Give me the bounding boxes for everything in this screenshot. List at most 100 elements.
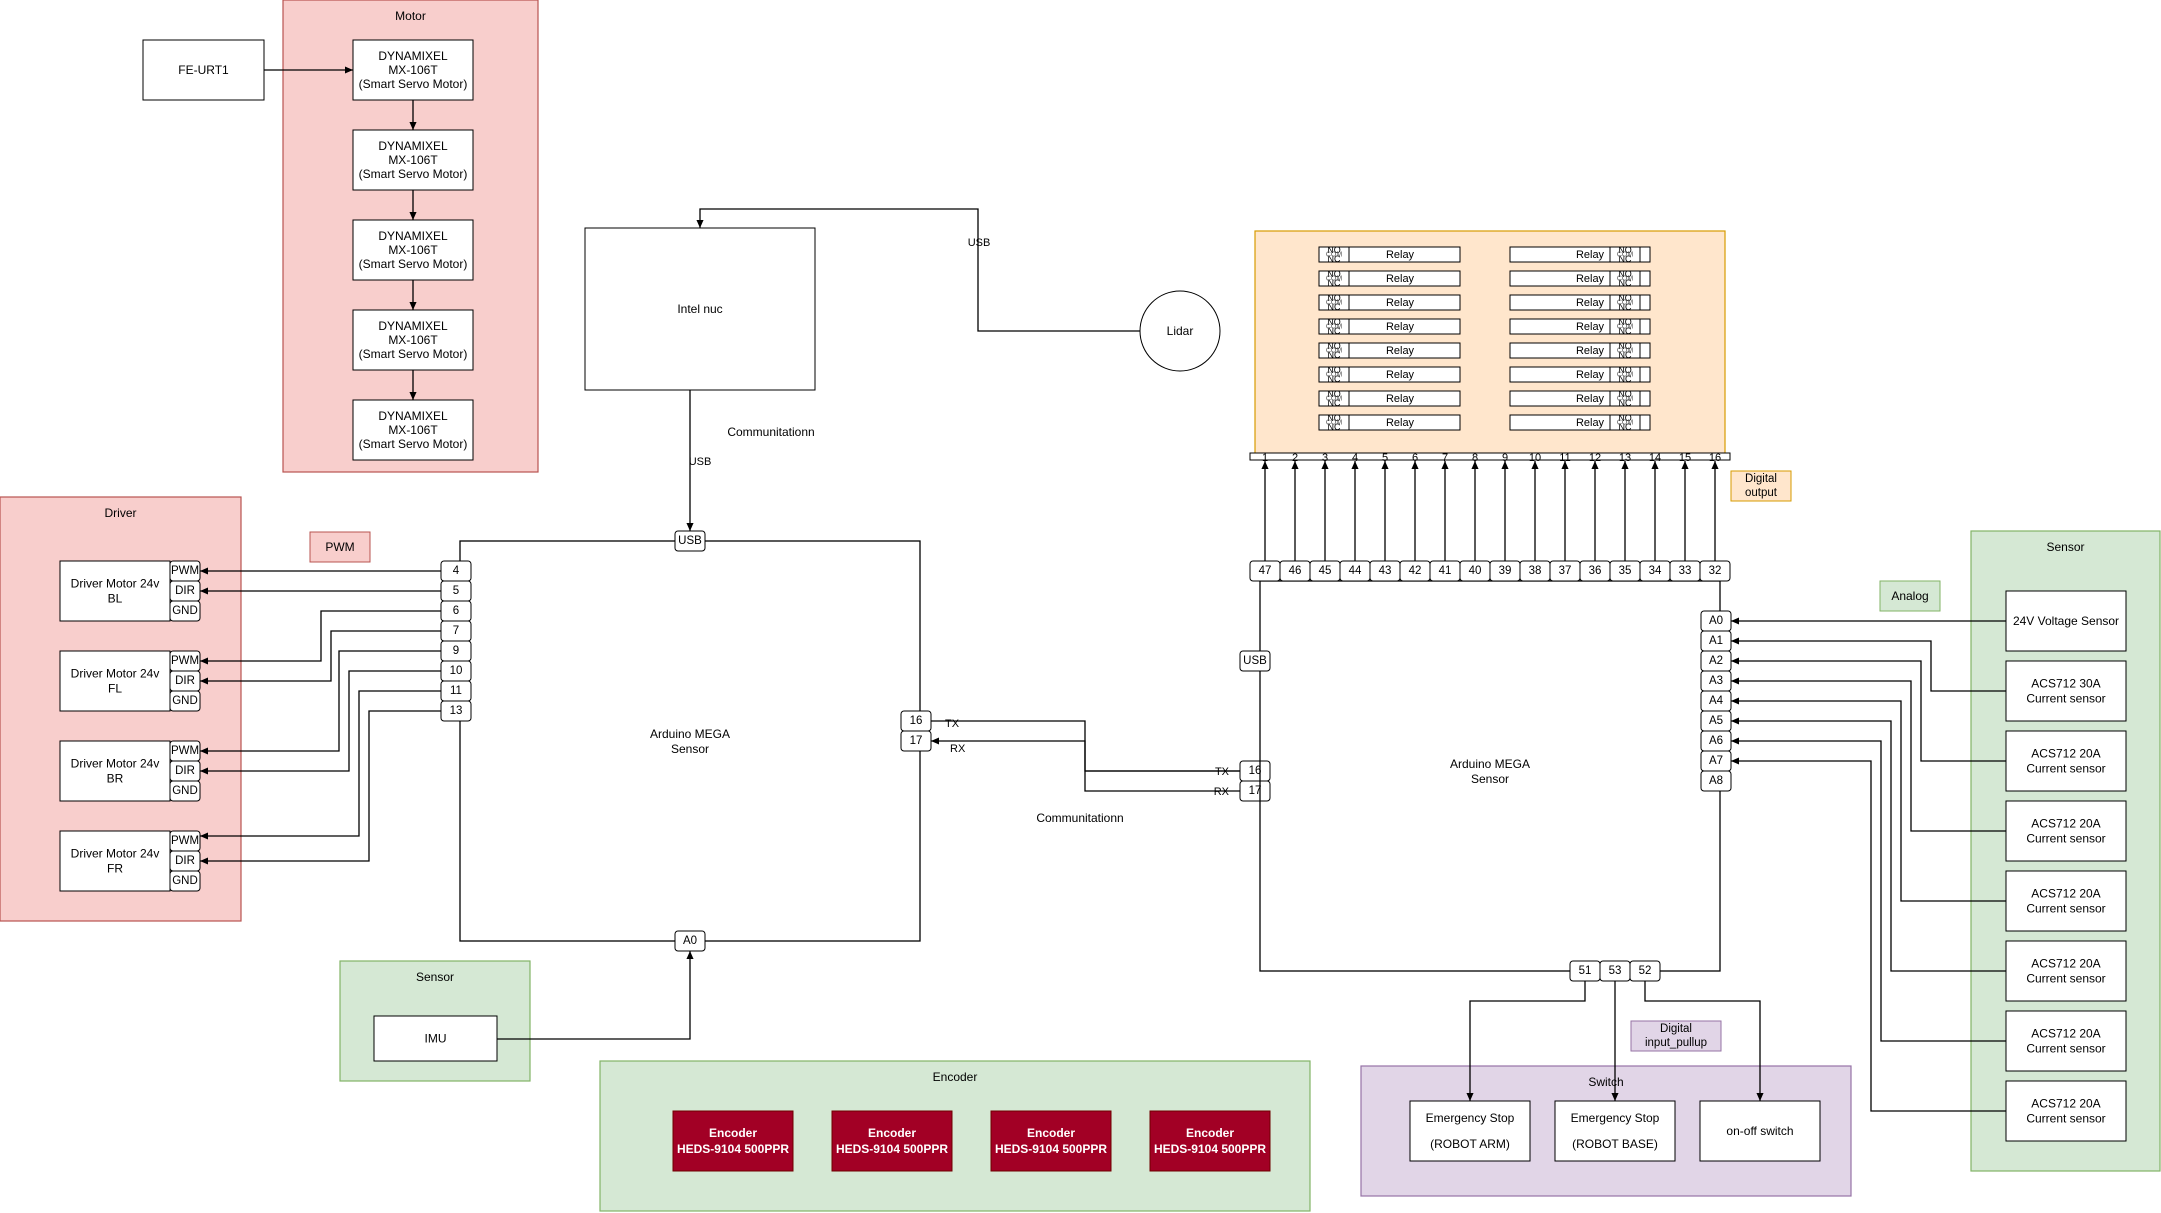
driver-3-pin-gnd-label: GND [172,785,198,797]
arduino-right-pin-a0-label: A0 [1709,615,1723,627]
arduino-right-pin-33-label: 33 [1679,565,1692,577]
sensor-2-line1: ACS712 30A [2031,677,2100,691]
encoder-1-line2: HEDS-9104 500PPR [677,1142,789,1156]
relay-input-header [1249,452,1731,461]
encoder-3-line2: HEDS-9104 500PPR [995,1142,1107,1156]
fe-urt1-box: FE-URT1 [142,39,265,101]
relay-input-4: 4 [1352,452,1358,464]
driver-2-pin-dir: DIR [169,670,201,692]
wire-sensor-7-to-a6 [1731,737,2006,1042]
servo-motor-1-line3: (Smart Servo Motor) [359,77,468,91]
relay-no-label: NO [1618,293,1632,303]
relay-terminal-block [1318,366,1350,383]
arduino-right-usb-port: USB [1239,650,1271,672]
arduino-left-pin-13: 13 [440,700,472,722]
switch-1-line1: Emergency Stop [1426,1111,1515,1125]
sensor-6-line1: ACS712 20A [2031,957,2100,971]
relay-nc-label: NC [1619,350,1632,360]
relay-label: Relay [1386,249,1415,261]
driver-2-pin-pwm-label: PWM [171,655,199,667]
driver-motor-4-line2: FR [107,862,123,876]
switch-1: Emergency Stop(ROBOT ARM) [1409,1100,1531,1162]
relay-nc-label: NC [1619,374,1632,384]
pwm-legend-line1: PWM [325,540,354,554]
arduino-right-pin-39-label: 39 [1499,565,1512,577]
relay-input-13: 13 [1619,452,1631,464]
arduino-right-pin-17-box [1239,780,1271,802]
servo-motor-5-box [352,399,474,461]
relay-terminal-block [1609,318,1641,335]
right-tx-label: TX [1215,766,1230,778]
wire-pin51-to-estop-arm [1466,981,1586,1101]
arduino-right-pin-a3: A3 [1700,670,1732,692]
arduino-right-pin-46-label: 46 [1289,565,1302,577]
sensor-2-line2: Current sensor [2026,692,2105,706]
relay-no-label: NO [1327,341,1341,351]
wire-pin7-fl-dir [200,630,441,685]
switch-3-box [1699,1100,1821,1162]
wire-pin10-br-dir [200,670,441,775]
arduino-left-a0-pin-label: A0 [683,935,697,947]
driver-motor-3-line1: Driver Motor 24v [71,757,160,771]
relay-com-label: COM [1326,420,1343,427]
relay-no-label: NO [1618,365,1632,375]
servo-motor-4-line2: MX-106T [388,333,438,347]
arduino-right-pin-a2: A2 [1700,650,1732,672]
driver-3-pin-gnd-box [169,780,201,802]
relay-terminal-block [1609,366,1641,383]
arduino-right-pin-34-label: 34 [1649,565,1662,577]
sensor-6-box [2005,940,2127,1002]
arduino-right-pin-43: 43 [1369,560,1401,582]
servo-motor-5-line1: DYNAMIXEL [378,409,448,423]
driver-1-pin-gnd-box [169,600,201,622]
relay-input-7: 7 [1442,452,1448,464]
arduino-left-pin-10-label: 10 [450,665,463,677]
sensor-4-line1: ACS712 20A [2031,817,2100,831]
relay-no-label: NO [1618,413,1632,423]
sensor-8-line1: ACS712 20A [2031,1097,2100,1111]
lidar-label: Lidar [1167,324,1194,338]
switch-2-line1: Emergency Stop [1571,1111,1660,1125]
relay-nc-label: NC [1328,278,1341,288]
digital-output-legend-box [1730,470,1792,502]
driver-motor-2-line2: FL [108,682,122,696]
wire-sensor-6-to-a5 [1731,717,2006,972]
digital-output-legend-line1: Digital [1745,473,1777,485]
arduino-right-usb-port-box [1239,650,1271,672]
arduino-left-pin-5-label: 5 [453,585,459,597]
wire-sensor-4-to-a3 [1731,677,2006,832]
encoder-2-line2: HEDS-9104 500PPR [836,1142,948,1156]
right-rx-label: RX [1214,786,1230,798]
arduino-right-pin-38: 38 [1519,560,1551,582]
arduino-left-pin-4: 4 [440,560,472,582]
relay-label: Relay [1386,297,1415,309]
arduino-left-pin-7: 7 [440,620,472,642]
servo-motor-3-line3: (Smart Servo Motor) [359,257,468,271]
relay-input-14: 14 [1649,452,1661,464]
analog-legend-box [1879,580,1941,612]
driver-4-pin-gnd: GND [169,870,201,892]
arduino-right-usb-port-label: USB [1243,655,1267,667]
sensor-imu-title: Sensor [416,970,454,984]
driver-title: Driver [105,506,137,520]
arduino-left-usb-port-label: USB [678,535,702,547]
relay-input-5: 5 [1382,452,1388,464]
relay-nc-label: NC [1619,302,1632,312]
arduino-right-pin-a2-label: A2 [1709,655,1723,667]
relay-com-label: COM [1617,372,1634,379]
intel-nuc-box-box [584,227,816,391]
wire-pin6-fl-pwm [200,610,441,665]
servo-motor-2-box [352,129,474,191]
pwm-legend: PWM [309,531,371,563]
arduino-left-a0-pin-box [674,930,706,952]
relay-nc-label: NC [1619,422,1632,432]
arduino-right-pin-36-label: 36 [1589,565,1602,577]
